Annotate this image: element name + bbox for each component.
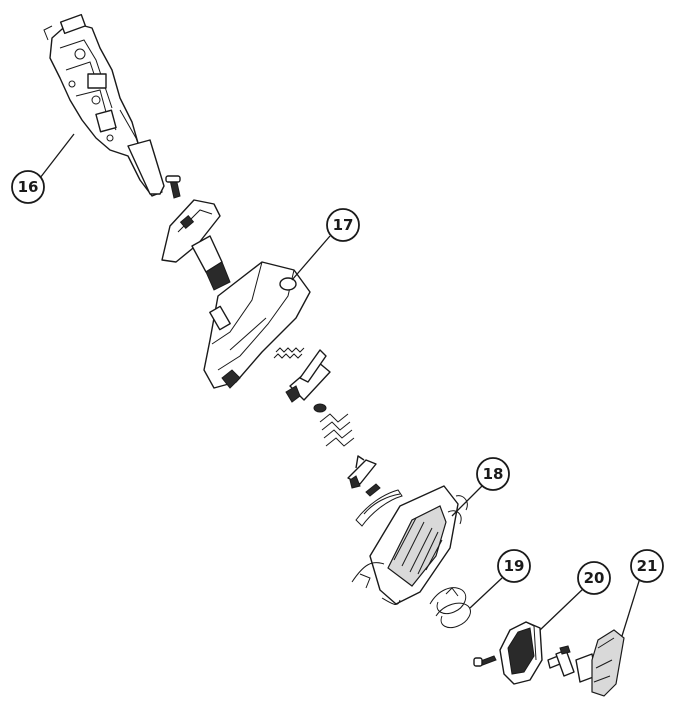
callout-19: 19 [497, 549, 531, 583]
leader-18 [451, 485, 483, 517]
callout-20-label: 20 [584, 569, 605, 587]
part-19-spring-clip [429, 587, 471, 629]
leader-21 [621, 577, 641, 637]
spring-small [273, 347, 305, 359]
callout-18: 18 [476, 457, 510, 491]
callout-16-label: 16 [18, 178, 39, 196]
valve-stem [547, 645, 575, 677]
leader-lines [39, 133, 641, 637]
callout-21-label: 21 [637, 557, 658, 575]
screw-small-bottom [473, 655, 497, 667]
callout-20: 20 [577, 561, 611, 595]
valve-clip [347, 455, 377, 489]
callout-17-label: 17 [333, 216, 354, 234]
leader-20 [539, 587, 585, 631]
screw-small-top [165, 175, 181, 199]
part-20-cap [499, 621, 543, 685]
impeller-plate [161, 199, 221, 263]
callout-16: 16 [11, 170, 45, 204]
part-18-diaphragm-assembly [351, 485, 468, 605]
part-21-filter [591, 629, 625, 697]
callout-21: 21 [630, 549, 664, 583]
callout-19-label: 19 [504, 557, 525, 575]
gasket-ring [355, 489, 403, 527]
callout-17: 17 [326, 208, 360, 242]
small-pin [365, 483, 381, 497]
part-17-housing [203, 261, 311, 389]
valve-bracket [285, 349, 331, 403]
callout-18-label: 18 [483, 465, 504, 483]
leader-17 [291, 235, 331, 281]
spring-large [319, 413, 355, 447]
coupler [191, 235, 231, 291]
part-16-pump-head [43, 13, 165, 197]
spring-washer [313, 403, 327, 413]
leader-19 [469, 577, 503, 609]
leader-16 [39, 133, 75, 179]
